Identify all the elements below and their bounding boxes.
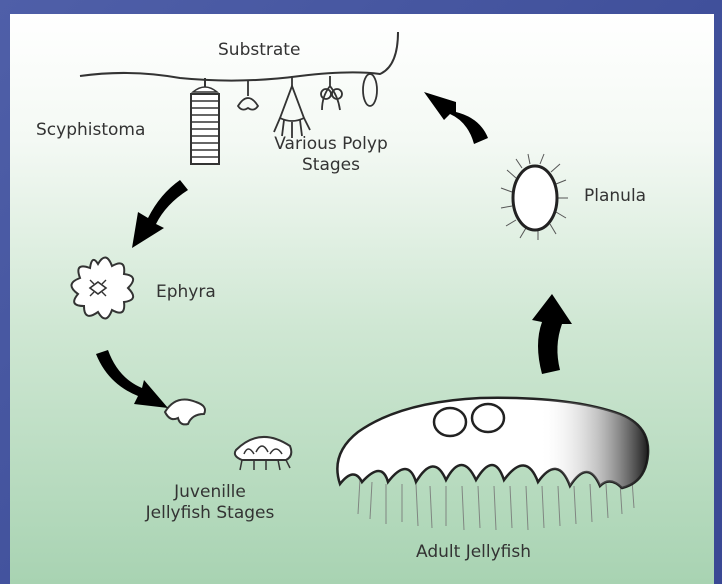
label-adult: Adult Jellyfish [416,542,531,563]
planula-icon [501,154,568,240]
label-ephyra: Ephyra [156,282,216,303]
label-substrate: Substrate [218,40,300,61]
diagram-panel: Substrate Scyphistoma Various Polyp Stag… [10,14,714,584]
adult-jellyfish-icon [337,398,648,530]
label-juvenile: Juvenille Jellyfish Stages [120,482,300,524]
label-juvenile-line1: Juvenille [120,482,300,503]
label-juvenile-line2: Jellyfish Stages [120,503,300,524]
ephyra-icon [71,257,133,318]
polyp-icon [238,74,377,138]
scyphistoma-icon [191,78,219,164]
label-various-polyp-line2: Stages [246,155,416,176]
label-various-polyp: Various Polyp Stages [246,134,416,176]
juvenile-jellyfish-icon [165,400,291,470]
label-scyphistoma: Scyphistoma [36,120,145,141]
label-various-polyp-line1: Various Polyp [246,134,416,155]
diagram-canvas [10,14,714,584]
label-planula: Planula [584,186,646,207]
